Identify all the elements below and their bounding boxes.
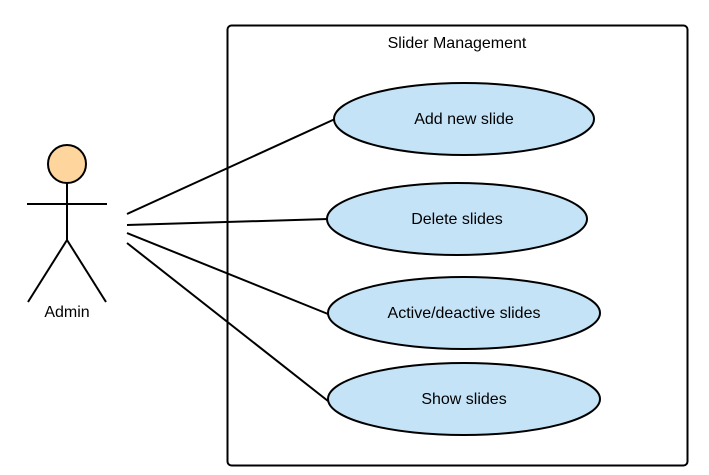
actor-left-leg (27, 239, 68, 303)
actor-head (47, 144, 87, 184)
use-case-label: Add new slide (414, 111, 514, 128)
association-active-deactive-slides (126, 232, 329, 315)
use-case-ellipse (333, 82, 595, 156)
system-title: Slider Management (388, 35, 527, 52)
use-case-ellipse (327, 362, 601, 436)
use-case-delete-slides[interactable]: Delete slides (326, 182, 588, 256)
use-case-ellipse (326, 182, 588, 256)
use-case-active-deactive-slides[interactable]: Active/deactive slides (327, 276, 601, 350)
use-case-label: Active/deactive slides (388, 305, 541, 322)
actor-admin[interactable]: Admin (27, 144, 107, 321)
use-case-label: Delete slides (411, 211, 503, 228)
use-case-label: Show slides (421, 391, 506, 408)
association-add-new-slide (126, 118, 336, 215)
actor-right-leg (66, 239, 107, 303)
system-boundary (226, 24, 689, 467)
use-case-show-slides[interactable]: Show slides (327, 362, 601, 436)
use-case-ellipse (327, 276, 601, 350)
actor-label: Admin (44, 304, 89, 321)
use-case-add-new-slide[interactable]: Add new slide (333, 82, 595, 156)
association-delete-slides (126, 218, 329, 226)
association-show-slides (126, 242, 329, 402)
